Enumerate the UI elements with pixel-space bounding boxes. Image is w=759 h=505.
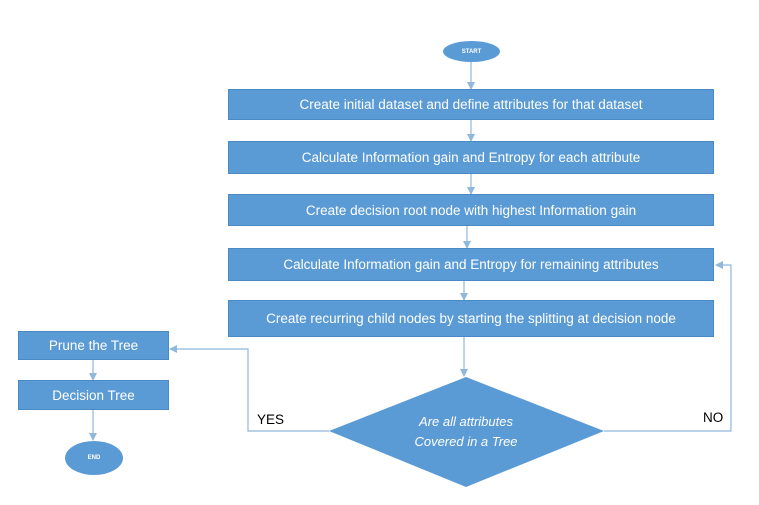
decision-text: Are all attributes Covered in a Tree (386, 412, 546, 452)
prune-tree-box: Prune the Tree (18, 331, 169, 360)
prune-tree-label: Prune the Tree (48, 338, 139, 353)
arrow-yes-to-prune (169, 345, 329, 432)
decision-line-1: Are all attributes (419, 414, 513, 429)
no-label: NO (703, 410, 724, 425)
step-calc-gain-remaining-label: Calculate Information gain and Entropy f… (283, 257, 659, 272)
step-create-child-nodes-label: Create recurring child nodes by starting… (266, 311, 676, 326)
step-calc-gain-each: Calculate Information gain and Entropy f… (228, 141, 714, 174)
step-create-root: Create decision root node with highest I… (228, 194, 714, 226)
end-label: END (87, 455, 101, 461)
step-create-child-nodes: Create recurring child nodes by starting… (228, 300, 714, 337)
start-node: START (443, 41, 500, 62)
yes-label: YES (257, 412, 285, 427)
step-calc-gain-remaining: Calculate Information gain and Entropy f… (228, 248, 714, 281)
step-create-root-label: Create decision root node with highest I… (305, 202, 637, 218)
decision-diamond (329, 377, 604, 487)
step-calc-gain-each-label: Calculate Information gain and Entropy f… (301, 150, 641, 165)
step-create-dataset-label: Create initial dataset and define attrib… (299, 97, 643, 112)
decision-tree-label: Decision Tree (52, 387, 135, 403)
start-label: START (461, 48, 482, 55)
arrow-no-to-step4 (604, 261, 732, 432)
step-create-dataset: Create initial dataset and define attrib… (228, 89, 714, 120)
decision-tree-box: Decision Tree (18, 380, 169, 410)
end-node: END (65, 441, 123, 475)
decision-line-2: Covered in a Tree (414, 434, 518, 449)
